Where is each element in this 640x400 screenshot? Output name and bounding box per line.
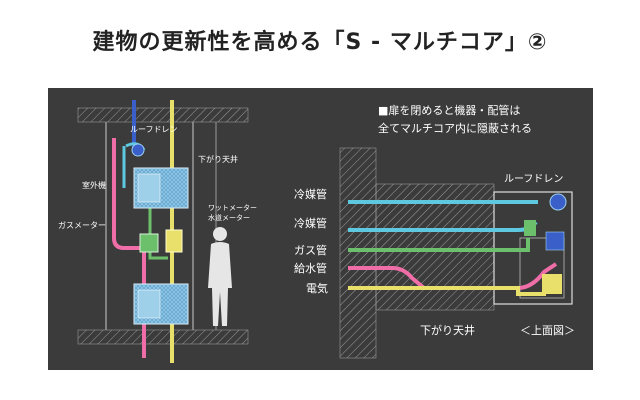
plan-roof-drain [549, 193, 567, 211]
gas-pipe-left [148, 206, 168, 260]
gas-meter-label: ガスメーター [58, 220, 106, 230]
plan-view-label: ＜上面図＞ [520, 324, 575, 337]
pipe-label-refrigerant-2: 冷媒管 [294, 216, 327, 230]
right-plan: ■扉を閉めると機器・配管は 全てマルチコア内に隠蔽される 冷媒管 冷媒管 ガス管… [294, 103, 575, 359]
page-title: 建物の更新性を高める「S - マルチコア」② [92, 30, 548, 55]
water-meter-label: 水道メーター [208, 213, 250, 222]
left-roof-drain-label: ルーフドレン [130, 125, 178, 134]
upper-slab [77, 107, 249, 123]
lower-slab [77, 329, 249, 345]
gas-pipe [348, 238, 530, 252]
person-silhouette [208, 227, 232, 326]
outdoor-unit-upper [133, 167, 189, 209]
plan-drain-box [545, 231, 565, 251]
gas-meter-box [139, 233, 159, 253]
left-elevation: ルーフドレン 下がり天井 室外機 ワットメーター 水道メーター ガスメーター [58, 100, 257, 363]
electric-line [348, 286, 546, 296]
pipe-label-electric: 電気 [306, 281, 328, 295]
structural-column [339, 147, 377, 359]
roof-drain-fitting [131, 143, 145, 157]
outdoor-unit-label: 室外機 [82, 180, 106, 190]
multicore-diagram: ルーフドレン 下がり天井 室外機 ワットメーター 水道メーター ガスメーター ■… [58, 100, 575, 363]
watt-meter-label: ワットメーター [208, 203, 257, 212]
plan-meter [542, 274, 562, 294]
pipe-label-gas: ガス管 [294, 243, 327, 257]
multicore-inner [519, 237, 565, 299]
water-pipe-left [112, 138, 146, 358]
meter-box [165, 229, 183, 253]
pipe-label-refrigerant-1: 冷媒管 [294, 187, 327, 201]
caption-line-1: ■扉を閉めると機器・配管は [378, 103, 520, 117]
plan-lowered-ceiling-label: 下がり天井 [420, 323, 475, 337]
plan-gas-meter [524, 220, 536, 236]
pipe-label-water: 給水管 [294, 261, 327, 275]
plan-roof-drain-label: ルーフドレン [504, 174, 563, 185]
left-lowered-ceiling-label: 下がり天井 [198, 154, 238, 164]
caption-line-2: 全てマルチコア内に隠蔽される [378, 121, 532, 135]
outdoor-unit-lower [133, 283, 189, 325]
